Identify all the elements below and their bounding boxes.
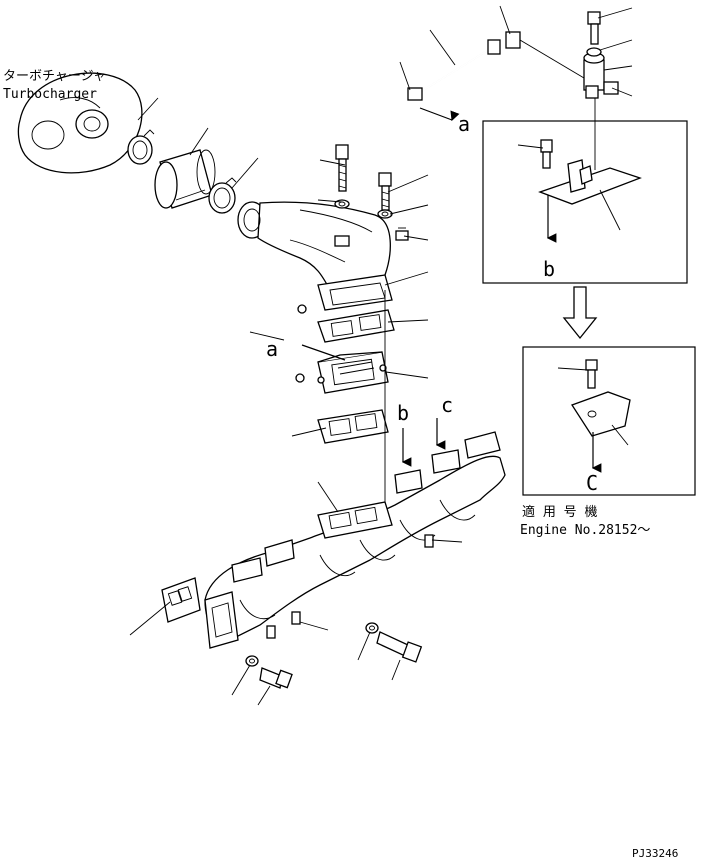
applicable-machines-label: 適 用 号 機 [522, 504, 597, 520]
hose-clamp-2 [208, 177, 237, 214]
hollow-arrow-down [562, 286, 598, 340]
bolt-valve [587, 11, 601, 45]
ref-a-mid-label: a [266, 337, 278, 361]
cooling-pipe [281, 304, 307, 383]
elbow-pipe [237, 201, 393, 311]
bolt-bottom-left [259, 667, 293, 689]
hose-clamp-1 [127, 129, 155, 165]
bolt-bottom-right [376, 631, 423, 663]
washer-bottom-left [245, 655, 259, 667]
ref-c-mid-label: c [441, 393, 453, 417]
rubber-hose [154, 149, 216, 209]
turbocharger-jp-label: ターボチャージャ [3, 69, 106, 84]
washer-bottom-right [365, 622, 379, 634]
bracket-detail-b [571, 359, 631, 437]
leader-lines [129, 5, 633, 706]
arrow-a-mid [301, 344, 346, 361]
figure-code-label: PJ33246 [632, 847, 678, 860]
bolt-elbow-1 [335, 144, 349, 192]
oil-pipe [407, 31, 521, 101]
turbocharger-en-label: Turbocharger [3, 87, 97, 102]
arrow-a-top [419, 107, 460, 122]
engine-number-label: Engine No.28152～ [520, 523, 650, 538]
washer-elbow-2 [377, 209, 393, 219]
exhaust-manifold [204, 431, 506, 649]
bracket-detail-a [538, 139, 642, 205]
washer-valve [586, 47, 602, 57]
plug-elbow [395, 227, 409, 241]
ref-a-top-label: a [458, 112, 470, 136]
detail-box-b [522, 346, 696, 496]
spacer-block [317, 351, 389, 394]
ref-c-bottom-label: C [586, 471, 598, 495]
gasket-end [161, 577, 201, 623]
turbocharger [17, 72, 143, 174]
gasket-lower [317, 409, 389, 444]
detail-box-a [482, 120, 688, 284]
gasket-upper [317, 309, 395, 343]
ref-b-top-label: b [543, 257, 555, 281]
ref-b-mid-label: b [397, 401, 409, 425]
